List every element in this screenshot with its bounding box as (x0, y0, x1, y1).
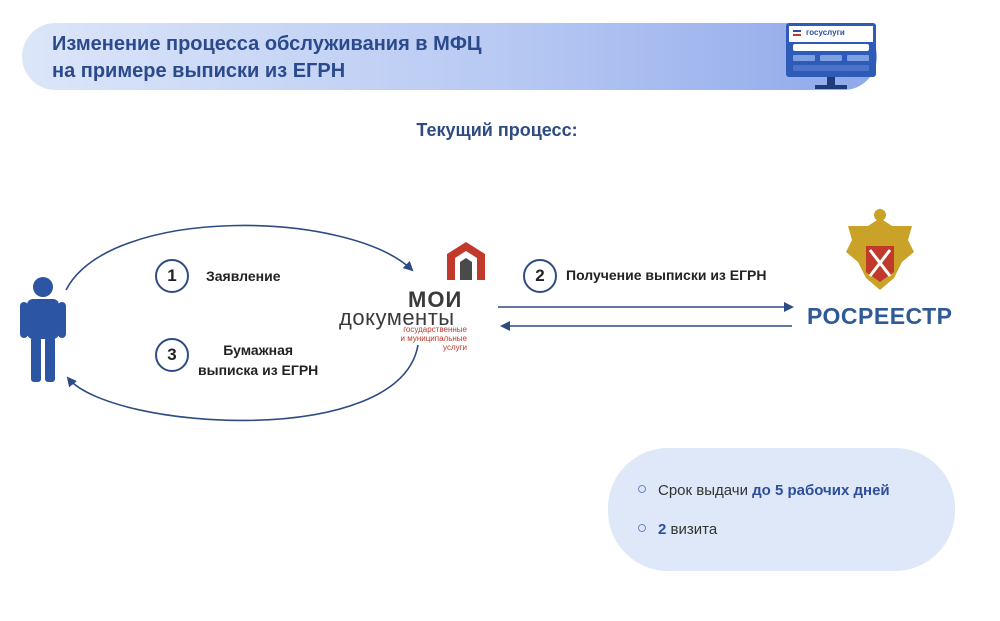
page-title-line-1: Изменение процесса обслуживания в МФЦ (52, 33, 482, 55)
mfc-logo-subtitle: государственные и муниципальные услуги (375, 325, 467, 352)
mfc-logo-title: МОИ (408, 287, 463, 312)
info-box (608, 448, 955, 571)
mfc-logo-subtitle-line-2: и муниципальные услуги (400, 334, 467, 352)
mfc-logo-name: документы (339, 305, 455, 330)
bullet-icon (638, 524, 646, 533)
header-banner (22, 23, 877, 90)
gosuslugi-monitor-icon (786, 23, 876, 89)
step-3-circle: 3 (155, 338, 189, 372)
mfc-logo-subtitle-line-1: государственные (403, 325, 467, 334)
step-1-circle: 1 (155, 259, 189, 293)
info-item-deadline: Срок выдачи до 5 рабочих дней (638, 482, 890, 499)
step-3-label: Бумажная выписка из ЕГРН (198, 340, 318, 380)
arrow-application (65, 224, 414, 291)
info-item-visits-text: визита (666, 521, 718, 538)
step-2-circle: 2 (523, 259, 557, 293)
info-item-deadline-accent: до 5 рабочих дней (752, 482, 890, 499)
mfc-logo-mark (447, 242, 485, 280)
info-item-deadline-text: Срок выдачи (658, 482, 753, 499)
step-3-label-line-2: выписка из ЕГРН (198, 362, 319, 378)
process-subtitle: Текущий процесс: (416, 120, 578, 140)
gosuslugi-logo: госуслуги (806, 28, 845, 37)
page-title: Изменение процесса обслуживания в МФЦ на… (52, 31, 612, 85)
step-1-label: Заявление (206, 268, 281, 284)
person-icon (20, 277, 66, 382)
page-title-line-2: на примере выписки из ЕГРН (52, 60, 346, 82)
bullet-icon (638, 485, 646, 494)
rosreestr-label: РОСРЕЕСТР (807, 303, 953, 329)
info-item-visits-accent: 2 (658, 521, 667, 538)
step-2-label: Получение выписки из ЕГРН (566, 267, 767, 283)
step-3-label-line-1: Бумажная (223, 342, 294, 358)
arrow-paper-extract (66, 344, 419, 422)
rosreestr-emblem-icon (846, 209, 914, 290)
info-item-visits: 2 визита (638, 521, 717, 538)
